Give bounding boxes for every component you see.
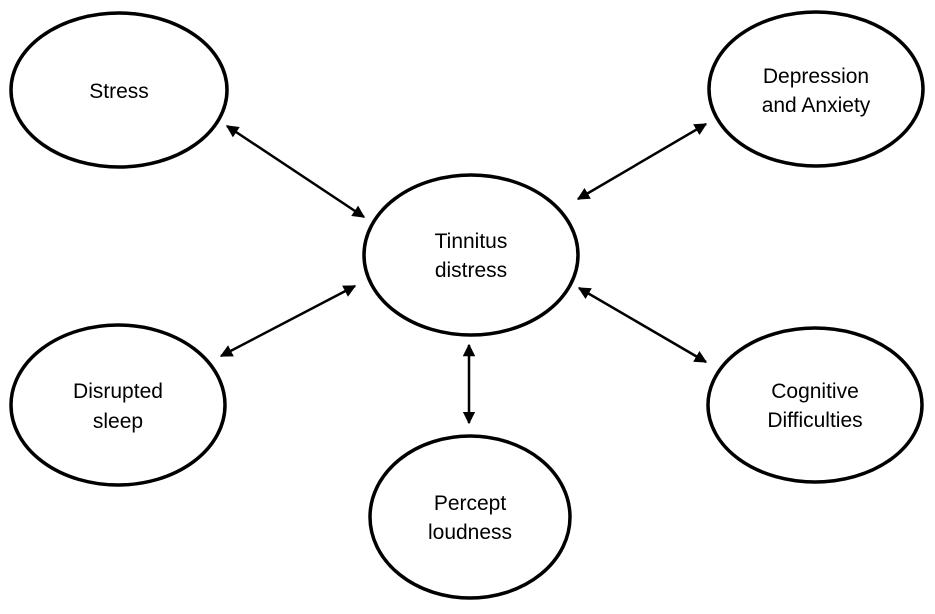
edge-tinnitus-sleep (219, 284, 357, 358)
node-cognitive-shape (706, 326, 924, 484)
node-depression-label-line-1: Depression (763, 65, 869, 88)
node-depression-label-line-2: and Anxiety (762, 94, 871, 117)
node-tinnitus-shape (362, 173, 580, 337)
node-depression: Depression and Anxiety (707, 10, 925, 168)
edges (219, 122, 708, 425)
edge-tinnitus-stress (225, 124, 366, 219)
node-tinnitus[interactable]: Tinnitus distress (362, 173, 580, 337)
node-tinnitus-label-line-2: distress (435, 259, 507, 282)
node-sleep-shape (9, 323, 227, 487)
node-stress: Stress (9, 11, 229, 169)
edge-tinnitus-depression (576, 122, 708, 201)
node-cognitive-label-line-2: Difficulties (767, 409, 862, 432)
node-loudness-label-line-2: loudness (428, 521, 512, 544)
node-loudness-label-line-1: Percept (434, 492, 507, 515)
node-sleep-label-line-2: sleep (93, 410, 143, 433)
node-loudness: Percept loudness (368, 434, 572, 600)
node-loudness-shape (368, 434, 572, 600)
node-cognitive: Cognitive Difficulties (706, 326, 924, 484)
node-sleep: Disrupted sleep (9, 323, 227, 487)
node-stress-label: Stress (89, 80, 149, 103)
node-sleep-label-line-1: Disrupted (73, 380, 163, 403)
node-tinnitus-label-line-1: Tinnitus (435, 230, 508, 253)
edge-tinnitus-cognitive (577, 286, 708, 364)
node-stress-shape (9, 11, 229, 169)
node-cognitive-label-line-1: Cognitive (771, 380, 859, 403)
node-depression-shape (707, 10, 925, 168)
